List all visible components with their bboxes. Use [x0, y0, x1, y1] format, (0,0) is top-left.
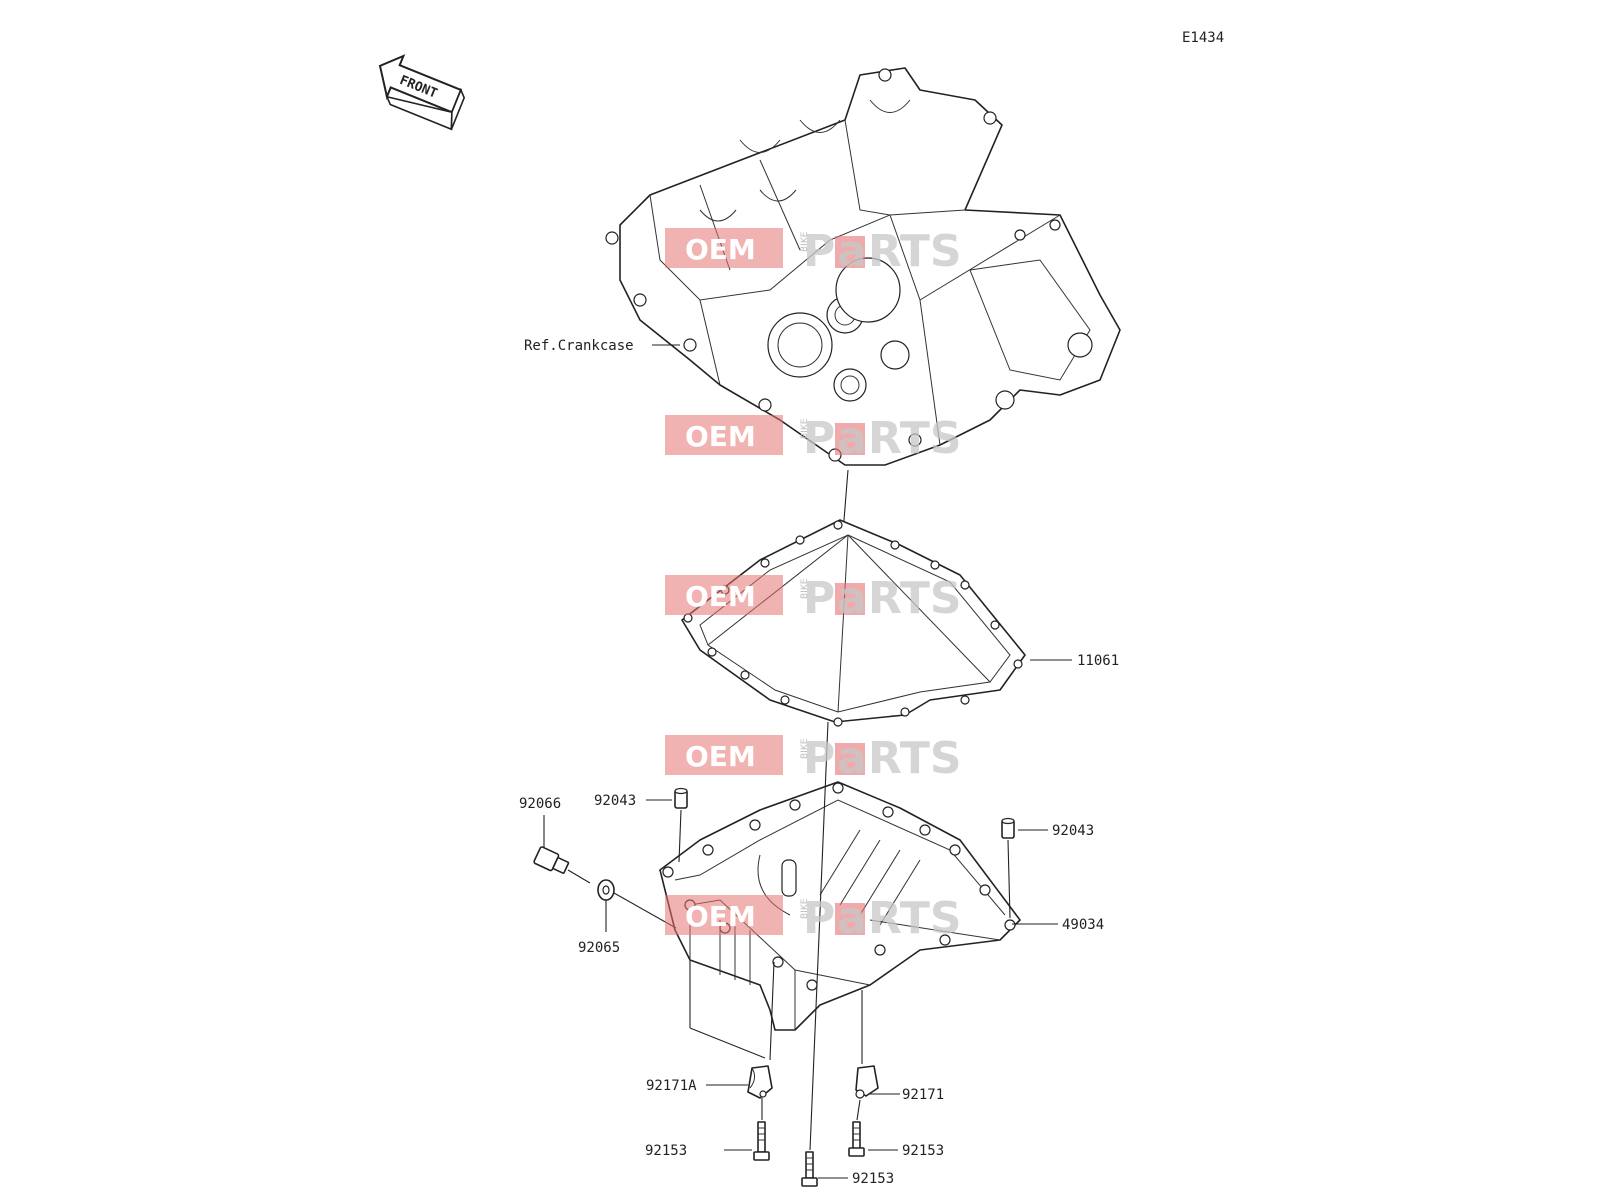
label-ref-crankcase: Ref.Crankcase [524, 338, 634, 354]
bolt-left-92153 [753, 1121, 770, 1161]
watermark-4: OEM BIKE P a RTS [665, 733, 962, 784]
diagram-code: E1434 [1182, 30, 1224, 46]
label-bolt-center: 92153 [852, 1171, 894, 1187]
dowel-pin-left [674, 787, 688, 809]
svg-text:OEM: OEM [685, 580, 756, 613]
svg-text:RTS: RTS [868, 733, 962, 784]
svg-text:a: a [837, 893, 867, 944]
svg-text:P: P [803, 733, 835, 784]
svg-text:OEM: OEM [685, 420, 756, 453]
front-arrow-icon: FRONT [378, 54, 466, 131]
svg-text:OEM: OEM [685, 233, 756, 266]
svg-text:a: a [837, 573, 867, 624]
svg-text:BIKE: BIKE [800, 898, 810, 919]
svg-text:BIKE: BIKE [800, 418, 810, 439]
svg-text:P: P [803, 893, 835, 944]
label-bolt-left: 92153 [645, 1143, 687, 1159]
label-washer: 92065 [578, 940, 620, 956]
clamp-92171 [855, 1065, 879, 1099]
crankcase-illustration [605, 67, 1121, 466]
label-dowel-left: 92043 [594, 793, 636, 809]
svg-text:BIKE: BIKE [800, 231, 810, 252]
watermark-1: OEM BIKE P a RTS [665, 226, 962, 277]
svg-text:a: a [837, 733, 867, 784]
bolt-center-92153 [801, 1151, 818, 1187]
svg-text:BIKE: BIKE [800, 738, 810, 759]
svg-text:P: P [803, 573, 835, 624]
svg-text:P: P [803, 226, 835, 277]
svg-text:RTS: RTS [868, 573, 962, 624]
watermark-2: OEM BIKE P a RTS [665, 413, 962, 464]
svg-text:RTS: RTS [868, 413, 962, 464]
svg-text:OEM: OEM [685, 740, 756, 773]
drain-plug-92066 [533, 846, 570, 874]
washer-92065 [597, 879, 615, 901]
label-clamp: 92171 [902, 1087, 944, 1103]
label-drain-plug: 92066 [519, 796, 561, 812]
svg-text:a: a [837, 226, 867, 277]
label-clamp-a: 92171A [646, 1078, 697, 1094]
svg-text:RTS: RTS [868, 226, 962, 277]
svg-text:P: P [803, 413, 835, 464]
svg-text:RTS: RTS [868, 893, 962, 944]
gasket-11061 [681, 519, 1026, 727]
bolt-right-92153 [848, 1121, 865, 1157]
watermark-3: OEM BIKE P a RTS [665, 573, 962, 624]
clamp-92171a [747, 1065, 773, 1099]
svg-text:BIKE: BIKE [800, 578, 810, 599]
svg-text:a: a [837, 413, 867, 464]
label-gasket: 11061 [1077, 653, 1119, 669]
label-oil-pan: 49034 [1062, 917, 1104, 933]
svg-text:OEM: OEM [685, 900, 756, 933]
dowel-pin-right [1001, 817, 1015, 839]
label-bolt-right: 92153 [902, 1143, 944, 1159]
label-dowel-right: 92043 [1052, 823, 1094, 839]
watermark-5: OEM BIKE P a RTS [665, 893, 962, 944]
